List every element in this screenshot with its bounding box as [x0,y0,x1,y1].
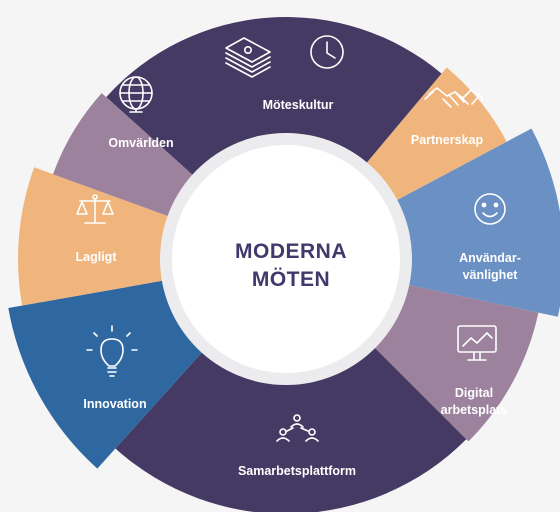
scales-icon [76,194,114,224]
segment-innovation: Innovation [83,325,147,411]
segment-lagligt-wedge [18,167,174,306]
money-stack-icon [225,37,271,78]
clock-icon [310,35,344,69]
segment-innovation-label: Innovation [83,397,146,411]
hub-disc [172,145,400,373]
segment-partnerskap-label: Partnerskap [411,133,484,147]
segment-digital-arbetsplats-label-1: Digital [455,386,493,400]
segment-samarbetsplattform-label: Samarbetsplattform [238,464,356,478]
monitor-chart-icon [457,325,497,361]
lightbulb-icon [86,325,138,377]
segment-moteskultur-wedge [106,17,442,179]
segment-anvandarvanlighet: Användar- vänlighet [459,193,521,282]
center-title-line2: MÖTEN [252,268,330,291]
segment-lagligt-label: Lagligt [76,250,118,264]
segment-omvarlden-label: Omvärlden [108,136,173,150]
segment-moteskultur-label: Möteskultur [263,98,334,112]
segment-omvarlden-wedge [53,93,197,218]
segment-partnerskap-wedge [363,67,507,203]
globe-icon [119,76,153,113]
smiley-icon [474,193,506,225]
center-title-line1: MODERNA [235,240,347,263]
handshake-icon [424,87,484,108]
segment-anvandarvanlighet-wedge [392,128,560,317]
segment-moteskultur: Möteskultur [225,35,344,112]
segments-layer [8,17,560,512]
segment-digital-arbetsplats-wedge [370,283,539,442]
people-network-icon [276,414,319,442]
segment-samarbetsplattform: Samarbetsplattform [238,414,356,478]
segment-digital-arbetsplats-label-2: arbetsplats [441,403,508,417]
segment-anvandarvanlighet-label-2: vänlighet [463,268,519,282]
segment-omvarlden: Omvärlden [108,76,174,150]
segment-anvandarvanlighet-label-1: Användar- [459,251,521,265]
segment-lagligt: Lagligt [76,194,118,264]
segment-partnerskap: Partnerskap [411,87,484,147]
segment-samarbetsplattform-wedge [115,343,467,512]
segment-digital-arbetsplats: Digital arbetsplats [441,325,508,417]
segment-innovation-wedge [8,279,206,469]
